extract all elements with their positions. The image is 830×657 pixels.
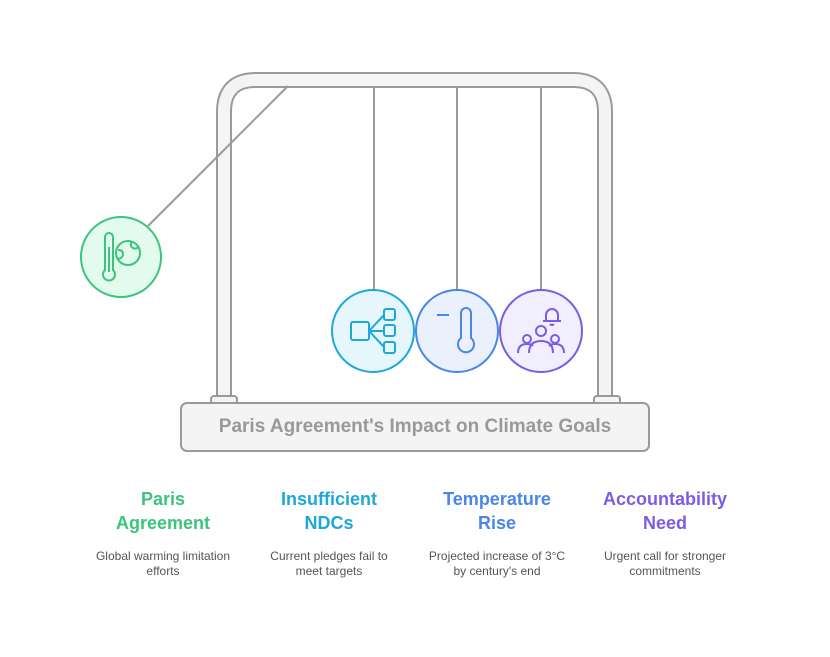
title-line: Agreement bbox=[115, 513, 211, 533]
base bbox=[180, 402, 650, 452]
desc-line: Projected increase of 3°C bbox=[428, 549, 566, 563]
people-bell-icon bbox=[517, 308, 565, 354]
desc-line: Global warming limitation bbox=[95, 549, 231, 563]
title-line: Paris bbox=[140, 489, 186, 509]
ball-temperature-rise bbox=[415, 289, 499, 373]
desc-line: by century's end bbox=[453, 564, 541, 578]
desc-line: commitments bbox=[629, 564, 701, 578]
title-line: Need bbox=[642, 513, 687, 533]
cradle-frame bbox=[210, 72, 621, 407]
title-line: NDCs bbox=[304, 513, 354, 533]
diagram-title: Paris Agreement's Impact on Climate Goal… bbox=[218, 416, 612, 437]
title-line: Rise bbox=[477, 513, 517, 533]
thermometer-icon bbox=[437, 307, 475, 354]
desc-line: Current pledges fail to bbox=[270, 549, 388, 563]
desc-line: Urgent call for stronger bbox=[603, 549, 727, 563]
hierarchy-icon bbox=[350, 308, 396, 354]
ball-insufficient-ndcs bbox=[331, 289, 415, 373]
title-line: Temperature bbox=[443, 489, 551, 509]
desc-line: meet targets bbox=[295, 564, 363, 578]
desc-line: efforts bbox=[146, 564, 180, 578]
strings bbox=[147, 85, 542, 290]
title-line: Insufficient bbox=[280, 489, 377, 509]
title-line: Accountability bbox=[602, 489, 727, 509]
ball-paris-agreement bbox=[80, 216, 162, 298]
thermometer-globe-icon bbox=[102, 232, 141, 282]
ball-accountability-need bbox=[499, 289, 583, 373]
